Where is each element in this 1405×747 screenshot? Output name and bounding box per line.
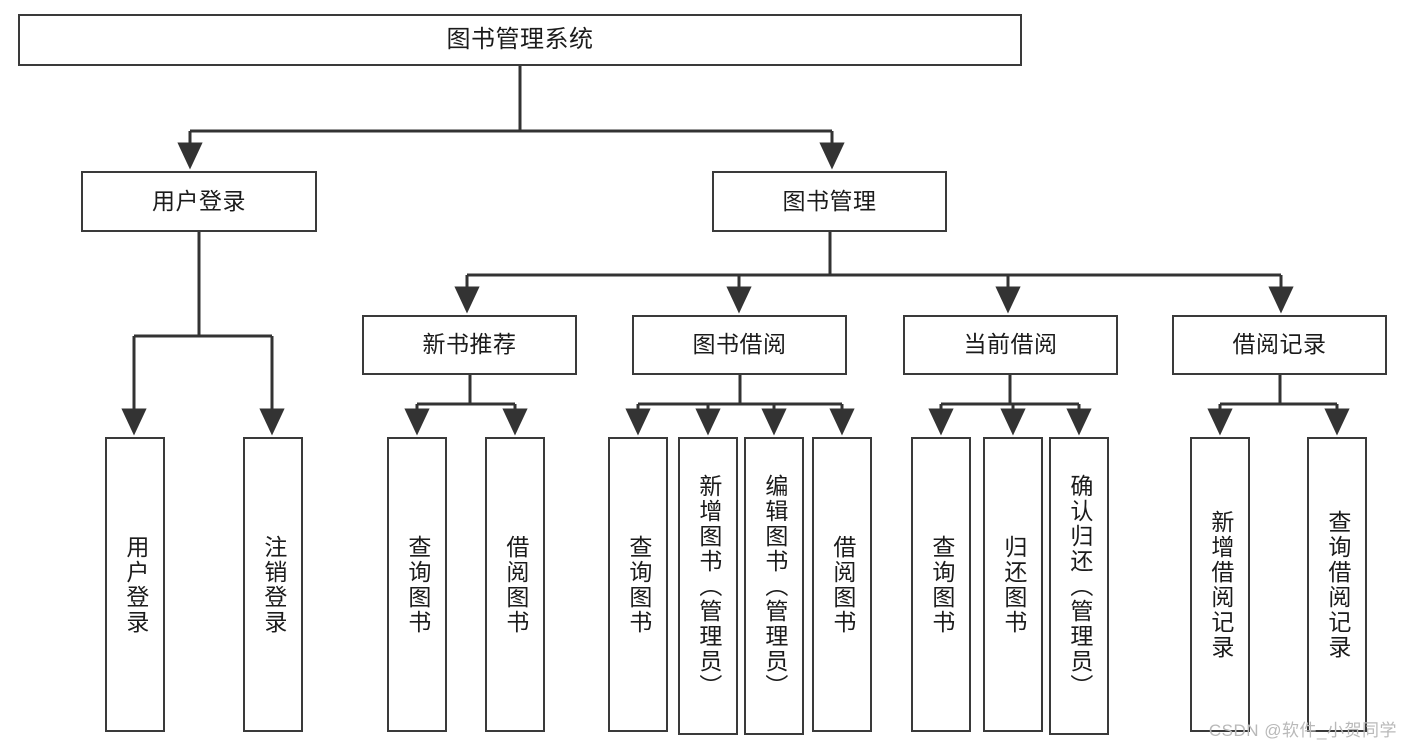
- node-leaf-query-book-label: 查询图书: [625, 534, 652, 635]
- node-borrow-record-label: 借阅记录: [1232, 331, 1327, 358]
- node-leaf-add-record-label: 新增借阅记录: [1207, 509, 1234, 660]
- node-leaf-query-record-label: 查询借阅记录: [1324, 509, 1351, 660]
- edge-currentborrow-to-leaves: [928, 375, 1092, 436]
- node-root[interactable]: 图书管理系统: [18, 14, 1022, 66]
- node-leaf-return-book-label: 归还图书: [1000, 534, 1027, 635]
- node-current-borrow-label: 当前借阅: [963, 331, 1058, 358]
- node-leaf-user-login[interactable]: 用户登录: [105, 437, 165, 732]
- node-leaf-query-record[interactable]: 查询借阅记录: [1307, 437, 1367, 732]
- node-book-manage[interactable]: 图书管理: [712, 171, 947, 232]
- node-new-book-rec-label: 新书推荐: [422, 331, 517, 358]
- edge-root-to-level2: [177, 66, 845, 170]
- node-leaf-confirm-return[interactable]: 确认归还（管理员）: [1049, 437, 1109, 735]
- edge-bookmanage-to-level3: [454, 232, 1294, 314]
- node-new-book-rec[interactable]: 新书推荐: [362, 315, 577, 375]
- node-leaf-logout[interactable]: 注销登录: [243, 437, 303, 732]
- node-leaf-add-record[interactable]: 新增借阅记录: [1190, 437, 1250, 732]
- node-leaf-add-book[interactable]: 新增图书（管理员）: [678, 437, 738, 735]
- node-leaf-edit-book[interactable]: 编辑图书（管理员）: [744, 437, 804, 735]
- edge-userlogin-to-leaves: [121, 232, 285, 436]
- node-leaf-borrow-book-label: 借阅图书: [829, 534, 856, 635]
- edge-newbookrec-to-leaves: [404, 375, 528, 436]
- node-borrow-record[interactable]: 借阅记录: [1172, 315, 1387, 375]
- node-leaf-add-book-label: 新增图书（管理员）: [695, 473, 722, 699]
- node-leaf-query-book-rec[interactable]: 查询图书: [387, 437, 447, 732]
- node-leaf-query-book-rec-label: 查询图书: [404, 534, 431, 635]
- edge-borrowrecord-to-leaves: [1207, 375, 1350, 436]
- node-leaf-query-book-cur-label: 查询图书: [928, 534, 955, 635]
- node-leaf-borrow-book[interactable]: 借阅图书: [812, 437, 872, 732]
- node-leaf-borrow-book-rec-label: 借阅图书: [502, 534, 529, 635]
- node-leaf-edit-book-label: 编辑图书（管理员）: [761, 473, 788, 699]
- node-user-login-label: 用户登录: [152, 187, 246, 214]
- node-leaf-logout-label: 注销登录: [260, 534, 287, 635]
- node-leaf-query-book-cur[interactable]: 查询图书: [911, 437, 971, 732]
- node-book-manage-label: 图书管理: [782, 187, 877, 214]
- edge-bookborrow-to-leaves: [625, 375, 855, 436]
- node-leaf-user-login-label: 用户登录: [122, 534, 149, 635]
- node-leaf-query-book[interactable]: 查询图书: [608, 437, 668, 732]
- node-book-borrow[interactable]: 图书借阅: [632, 315, 847, 375]
- node-leaf-confirm-return-label: 确认归还（管理员）: [1066, 473, 1093, 699]
- node-root-label: 图书管理系统: [446, 25, 594, 53]
- csdn-watermark: CSDN @软件_小贺同学: [1208, 721, 1397, 740]
- node-leaf-return-book[interactable]: 归还图书: [983, 437, 1043, 732]
- node-user-login[interactable]: 用户登录: [81, 171, 317, 232]
- node-leaf-borrow-book-rec[interactable]: 借阅图书: [485, 437, 545, 732]
- node-current-borrow[interactable]: 当前借阅: [903, 315, 1118, 375]
- node-book-borrow-label: 图书借阅: [692, 331, 787, 358]
